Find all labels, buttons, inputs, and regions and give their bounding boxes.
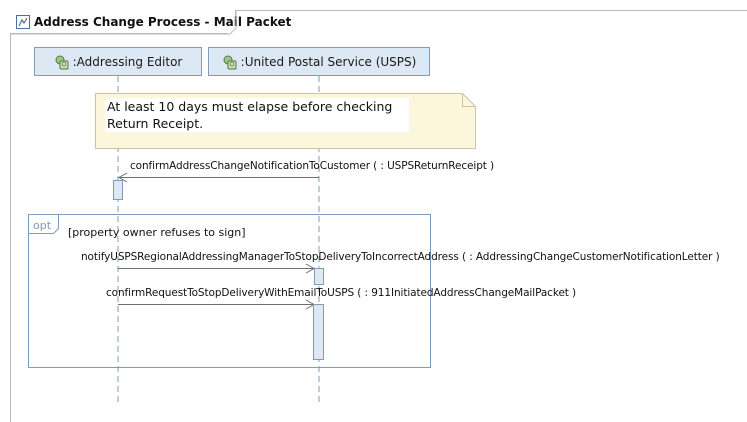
message-label-notify-usps[interactable]: notifyUSPSRegionalAddressingManagerToSto… [81, 251, 720, 263]
note-text: At least 10 days must elapse before chec… [105, 98, 409, 132]
lifeline-addressing-editor[interactable]: :Addressing Editor [34, 47, 202, 76]
diagram-frame [10, 10, 747, 422]
opt-fragment [28, 214, 431, 368]
activation-bar-editor [113, 180, 123, 200]
activation-bar-usps-1 [314, 268, 324, 285]
activation-bar-usps-2 [313, 304, 324, 360]
fragment-guard: [property owner refuses to sign] [68, 226, 246, 239]
role-icon [55, 55, 69, 69]
message-label-confirm-address-change[interactable]: confirmAddressChangeNotificationToCustom… [130, 160, 495, 172]
lifeline-name: :United Postal Service (USPS) [240, 54, 417, 69]
opt-fragment-tab [28, 214, 59, 234]
sequence-diagram-icon [16, 15, 30, 29]
lifeline-usps[interactable]: :United Postal Service (USPS) [208, 47, 430, 76]
role-icon [223, 55, 237, 69]
diagram-title: Address Change Process - Mail Packet [34, 15, 292, 29]
message-label-confirm-request[interactable]: confirmRequestToStopDeliveryWithEmailToU… [106, 287, 577, 299]
fragment-operator: opt [33, 219, 52, 232]
lifeline-name: :Addressing Editor [72, 54, 183, 69]
